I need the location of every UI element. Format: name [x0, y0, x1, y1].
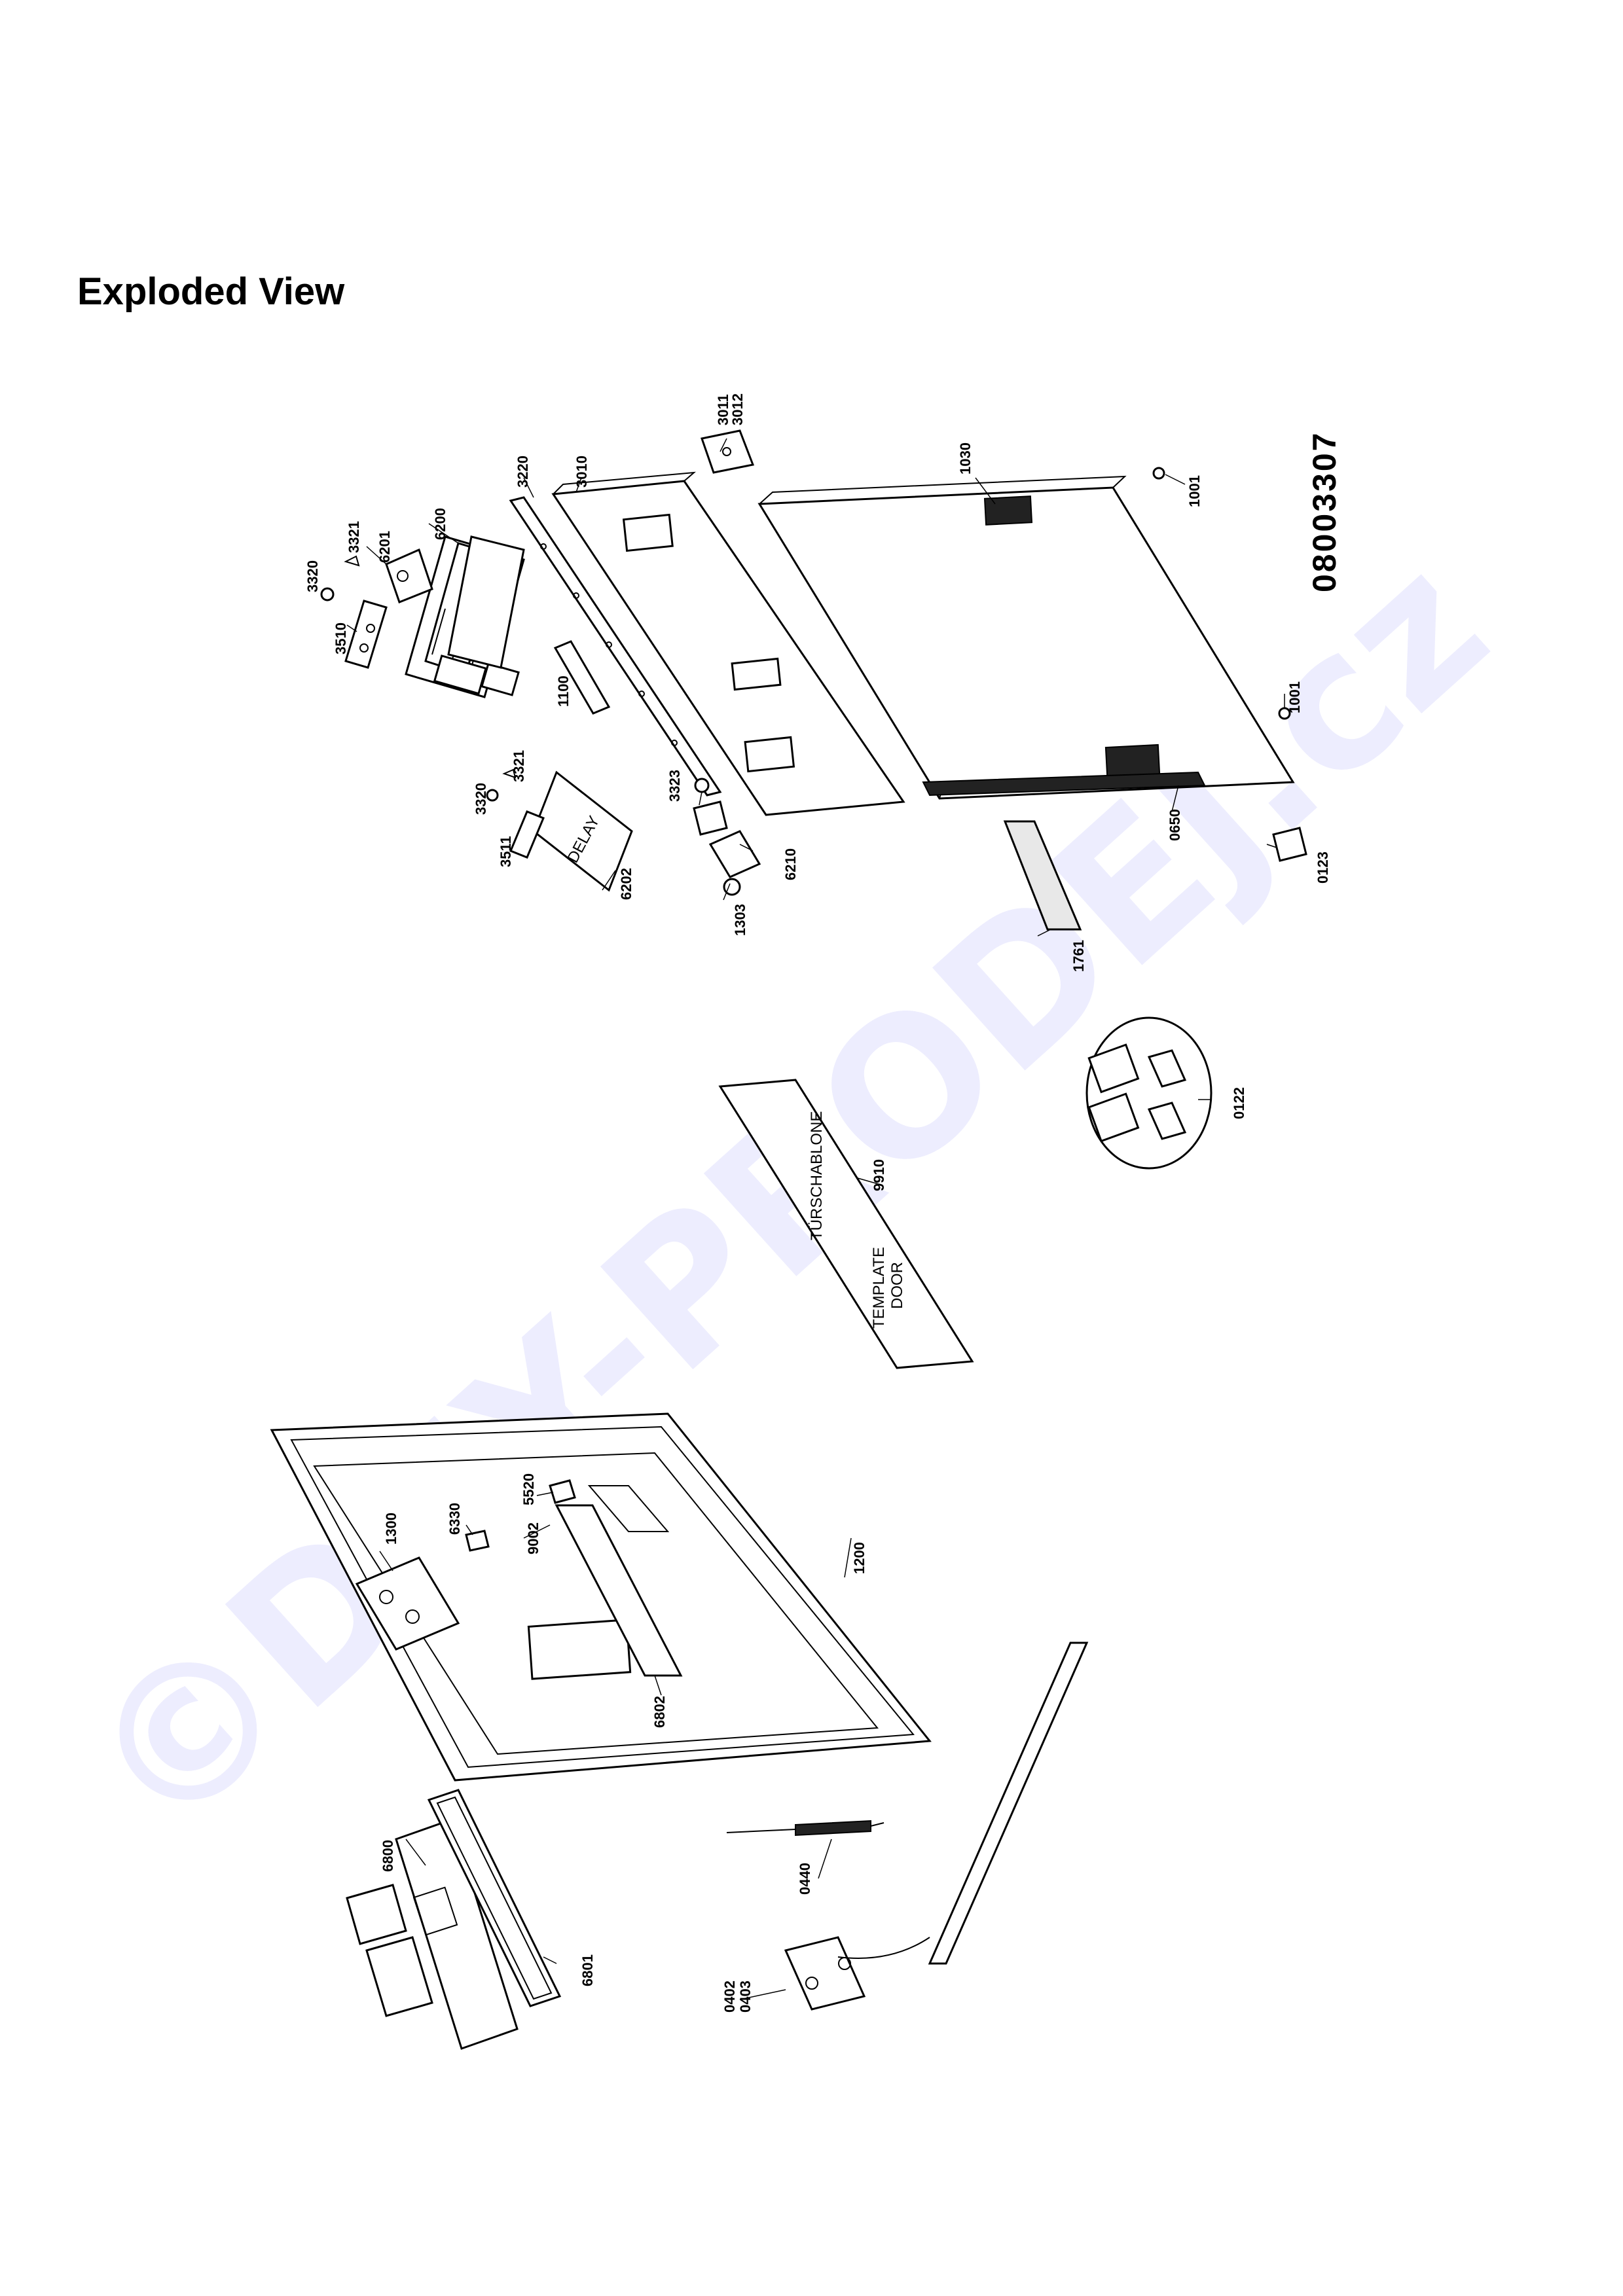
page-title: Exploded View [77, 270, 345, 313]
label-9002: 9002 [525, 1522, 541, 1554]
part-1761-insulation [1003, 820, 1082, 931]
label-3511: 3511 [498, 836, 514, 867]
label-6200: 6200 [432, 508, 448, 540]
part-6200-plate [447, 535, 525, 669]
label-6800: 6800 [380, 1840, 396, 1872]
label-3321-mid: 3321 [511, 750, 527, 782]
part-3323-nut [694, 778, 710, 793]
label-3323: 3323 [666, 770, 683, 802]
label-3011: 3011 [715, 394, 731, 425]
template-text-door: DOOR [888, 1262, 906, 1309]
part-1303-part [723, 878, 741, 896]
part-1200-inner-door [270, 1412, 932, 1782]
part-3011-bracket [701, 429, 755, 474]
label-6210: 6210 [782, 848, 799, 880]
label-1303: 1303 [732, 904, 748, 936]
part-6202-delay-module [532, 770, 633, 892]
label-1300: 1300 [383, 1513, 399, 1545]
part-0123-bracket [1272, 827, 1307, 862]
label-3510: 3510 [333, 622, 349, 655]
part-6210-switch [693, 800, 761, 878]
part-9910-template [718, 1079, 974, 1369]
label-3320-top: 3320 [304, 560, 321, 592]
part-0122-kit [1085, 1016, 1213, 1170]
drawing-number: 08003307 [1306, 431, 1343, 592]
label-6802: 6802 [651, 1696, 668, 1728]
part-6801-gasket [427, 1789, 562, 2007]
part-3511-bracket [509, 810, 545, 859]
label-6201: 6201 [376, 531, 393, 563]
label-0122: 0122 [1231, 1087, 1247, 1119]
label-6330: 6330 [447, 1503, 463, 1535]
part-labels: 3320 3321 6201 6200 3510 3220 3010 1100 … [304, 393, 1331, 2013]
label-1100: 1100 [555, 675, 572, 707]
label-3321-top: 3321 [346, 521, 362, 553]
label-0403: 0403 [737, 1981, 754, 2013]
label-3010: 3010 [574, 456, 590, 488]
part-1030-outer-door [757, 475, 1295, 800]
label-3012: 3012 [729, 393, 746, 425]
label-1200: 1200 [851, 1542, 867, 1574]
part-1001-screw-a [1152, 467, 1165, 480]
part-0650-seal [922, 771, 1206, 797]
part-6800-module [346, 1818, 519, 2050]
label-0650: 0650 [1167, 809, 1183, 841]
part-3321-clip [344, 555, 360, 567]
part-0402-hinge [784, 1641, 1089, 2011]
part-6330-part [465, 1530, 490, 1552]
part-1300-dispenser [355, 1556, 460, 1651]
part-3510-bracket [344, 600, 388, 669]
label-6202: 6202 [618, 868, 634, 900]
label-5520: 5520 [520, 1473, 537, 1505]
label-1030: 1030 [957, 442, 974, 475]
part-3320-nut [320, 587, 335, 601]
part-3320-nut-b [486, 789, 499, 802]
label-1761: 1761 [1070, 940, 1087, 972]
part-5520-part [549, 1479, 576, 1504]
label-9910: 9910 [871, 1159, 887, 1191]
label-1001-top: 1001 [1186, 475, 1203, 507]
label-6801: 6801 [579, 1954, 596, 1986]
part-3321-clip-b [502, 768, 517, 779]
label-0123: 0123 [1315, 852, 1331, 884]
template-text-template: TEMPLATE [870, 1247, 888, 1329]
leader-lines [346, 438, 1285, 2000]
label-3220: 3220 [515, 456, 531, 488]
part-3010-panel [551, 471, 905, 816]
part-0440-spring [726, 1820, 884, 1837]
label-3320-mid: 3320 [473, 783, 489, 815]
part-1100-handle [553, 640, 611, 715]
label-0402: 0402 [721, 1981, 738, 2013]
part-3220-strip [509, 496, 722, 797]
template-text-tuerschablone: TÜRSCHABLONE [808, 1111, 826, 1240]
label-0440: 0440 [797, 1863, 813, 1895]
label-1001-side: 1001 [1286, 681, 1303, 713]
